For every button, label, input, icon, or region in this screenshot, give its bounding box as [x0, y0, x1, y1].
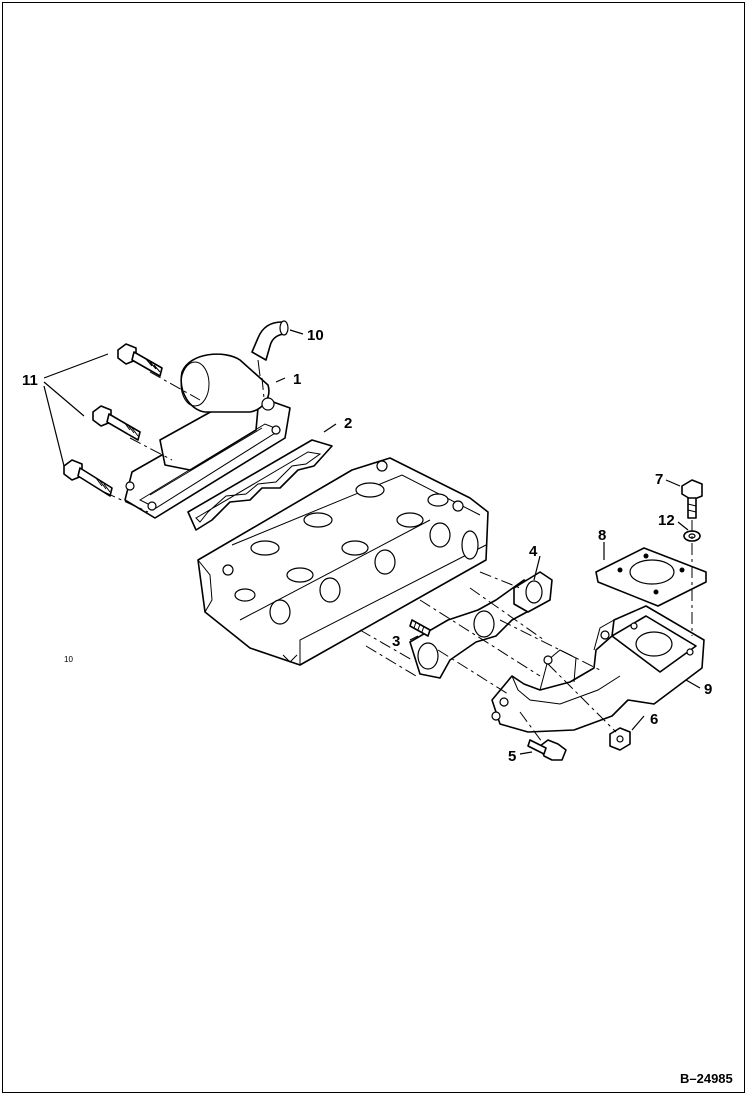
callout-11: 11	[22, 372, 38, 389]
callout-12: 12	[658, 512, 675, 529]
manifold-gasket-upper	[513, 571, 553, 613]
cover-gasket	[187, 439, 333, 531]
manifold-bolt	[527, 739, 567, 761]
callout-1: 1	[293, 371, 301, 388]
assembly-lines	[103, 371, 693, 743]
callout-7: 7	[655, 471, 663, 488]
manifold-gasket	[409, 579, 541, 679]
figure-reference: B–24985	[680, 1071, 733, 1086]
bolt-upper	[117, 343, 163, 377]
bolt-lower	[63, 459, 113, 497]
flange-gasket	[595, 547, 707, 607]
bolts	[63, 343, 163, 497]
page-note: 10	[64, 655, 73, 664]
callout-3: 3	[392, 633, 400, 650]
callout-labels: 10 1 2 11 7 12 8 4 3 9 6 5	[22, 327, 712, 765]
callout-8: 8	[598, 527, 606, 544]
hose-elbow	[251, 320, 289, 377]
callout-4: 4	[529, 543, 538, 560]
stud	[409, 619, 431, 637]
callout-6: 6	[650, 711, 658, 728]
callout-2: 2	[344, 415, 352, 432]
callout-10: 10	[307, 327, 324, 344]
callout-5: 5	[508, 748, 516, 765]
cylinder-head	[197, 457, 489, 666]
bolt-middle	[92, 405, 141, 441]
manifold-nut	[609, 727, 631, 751]
leader-lines	[43, 329, 701, 755]
flange-bolt	[681, 479, 703, 519]
cover-housing	[124, 353, 291, 519]
callout-9: 9	[704, 681, 712, 698]
